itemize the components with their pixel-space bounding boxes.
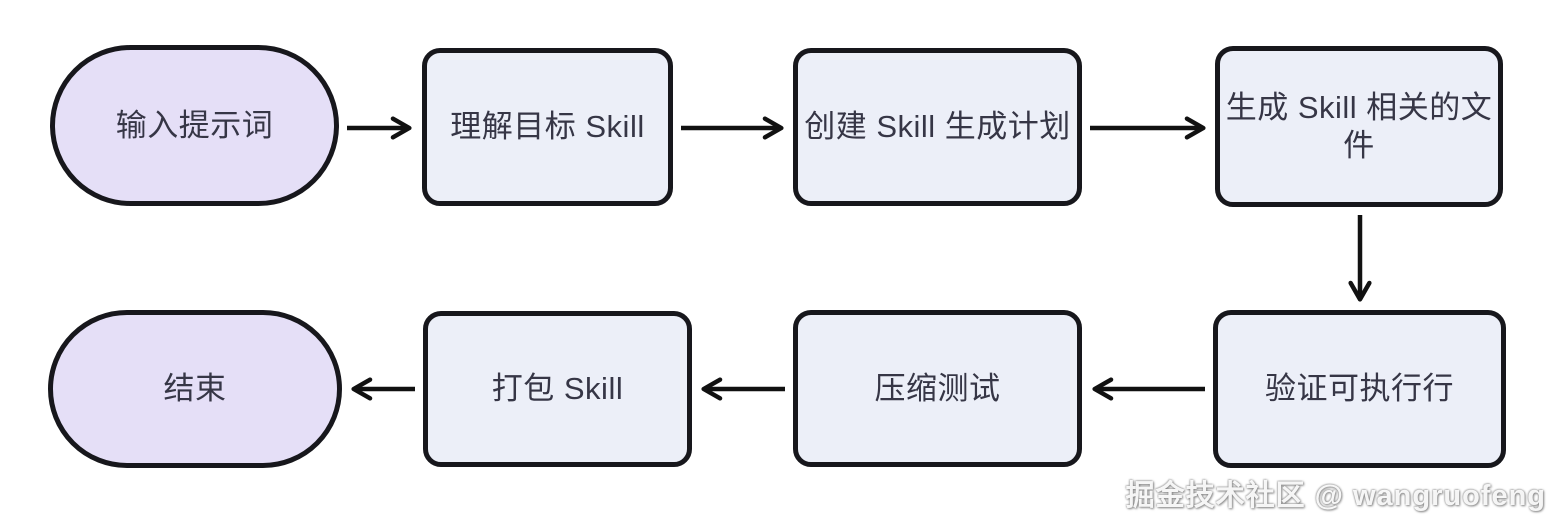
flow-node-generate-files-label: 生成 Skill 相关的文件 [1225,90,1493,163]
flow-node-end: 结束 [48,310,342,468]
flow-node-validate-executable: 验证可执行行 [1213,310,1506,468]
flow-node-end-label: 结束 [163,371,227,407]
flow-node-package-skill: 打包 Skill [423,311,692,467]
flow-node-understand-skill: 理解目标 Skill [422,48,673,206]
flow-node-compress-test: 压缩测试 [793,310,1082,467]
flow-node-validate-executable-label: 验证可执行行 [1265,371,1454,407]
flow-node-start: 输入提示词 [50,45,339,206]
watermark-text: 掘金技术社区 @ wangruofeng [1125,480,1546,512]
flow-node-create-plan-label: 创建 Skill 生成计划 [804,109,1071,145]
flow-node-start-label: 输入提示词 [115,107,274,143]
flow-node-understand-skill-label: 理解目标 Skill [450,109,645,145]
flow-node-compress-test-label: 压缩测试 [874,370,1001,406]
flow-node-package-skill-label: 打包 Skill [491,371,624,407]
flow-node-generate-files: 生成 Skill 相关的文件 [1215,46,1503,207]
flow-node-create-plan: 创建 Skill 生成计划 [793,48,1082,206]
